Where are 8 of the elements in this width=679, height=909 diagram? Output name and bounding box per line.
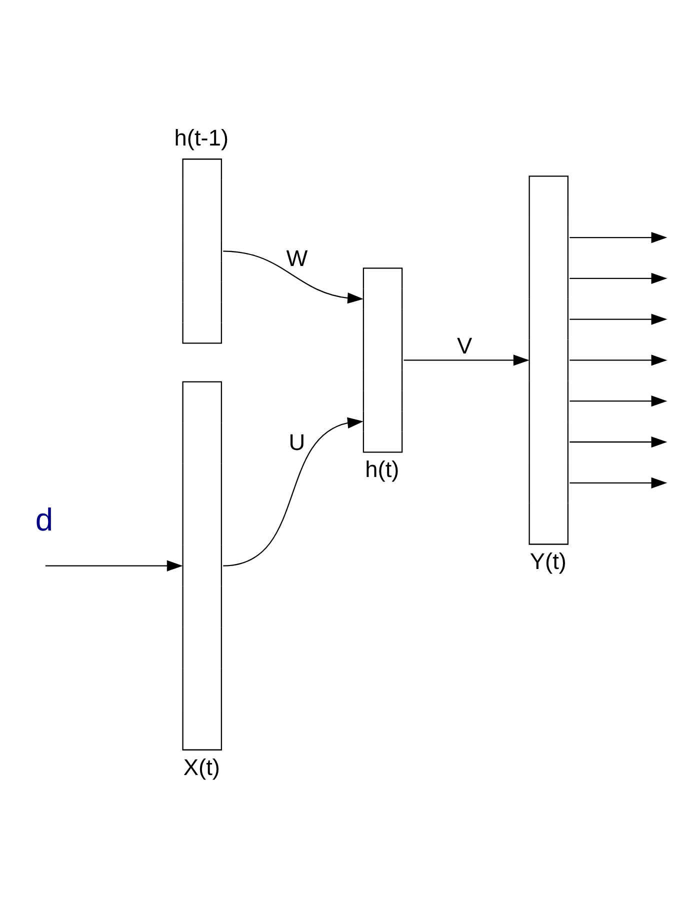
node-text: Y(t) — [529, 548, 566, 574]
edge-label: V — [456, 332, 472, 358]
edge-label: U — [288, 428, 305, 455]
node-text: X(t) — [182, 754, 220, 780]
edge-label: W — [286, 244, 308, 271]
label: d — [34, 502, 53, 538]
node-text: h(t) — [364, 456, 399, 482]
node-text: h(t-1) — [174, 124, 228, 150]
